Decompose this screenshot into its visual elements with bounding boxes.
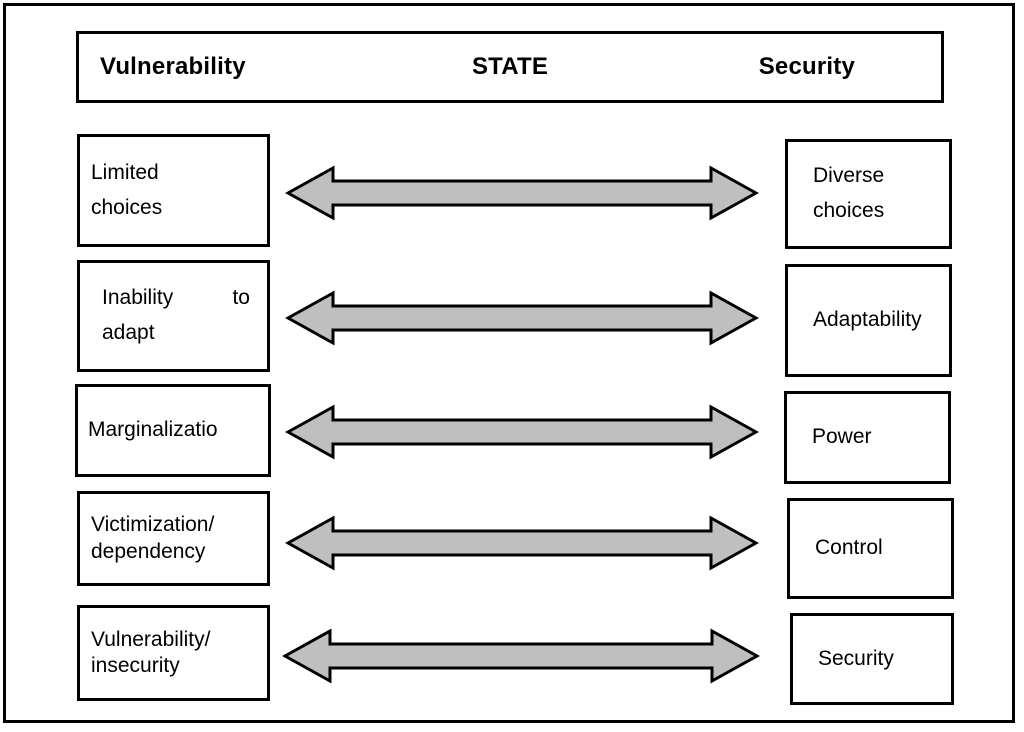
vulnerability-box-line1: Limited: [91, 160, 159, 184]
security-box-line1: Diverse: [813, 164, 885, 188]
security-box: Control: [787, 498, 954, 599]
vulnerability-box: Victimization/ dependency: [77, 491, 270, 586]
vulnerability-box: Inability to adapt: [77, 260, 270, 372]
double-headed-arrow-icon: [285, 289, 759, 347]
double-headed-arrow-icon: [282, 627, 760, 685]
vulnerability-box-line2: insecurity: [91, 654, 180, 677]
vulnerability-box: Marginalizatio: [75, 384, 271, 477]
header-label-vulnerability: Vulnerability: [100, 53, 246, 80]
header-row: Vulnerability STATE Security: [76, 31, 944, 103]
double-headed-arrow-icon: [285, 403, 759, 461]
header-label-security: Security: [758, 53, 855, 80]
diagram-frame: Vulnerability STATE Security Limited cho…: [3, 3, 1015, 723]
diagram-row: Vulnerability/ insecurity Security: [6, 605, 1012, 705]
vulnerability-box-line1: Vulnerability/: [91, 627, 211, 651]
security-box-line1: Security: [818, 646, 894, 670]
vulnerability-box-line2: adapt: [80, 316, 267, 351]
diagram-row: Inability to adapt Adaptability: [6, 260, 1012, 378]
vulnerability-box-line2: choices: [91, 195, 163, 219]
vulnerability-box-line2: dependency: [91, 539, 206, 563]
security-box-line1: Power: [812, 425, 872, 449]
diagram-row: Victimization/ dependency Control: [6, 491, 1012, 599]
vulnerability-box-line1: Victimization/: [91, 513, 215, 537]
vulnerability-box: Limited choices: [77, 134, 270, 247]
diagram-row: Limited choices Diverse choices: [6, 134, 1012, 249]
vulnerability-box: Vulnerability/ insecurity: [77, 605, 270, 701]
security-box: Security: [790, 613, 954, 705]
security-box: Adaptability: [785, 264, 952, 377]
security-box-line2: choices: [813, 199, 885, 222]
double-headed-arrow-icon: [285, 164, 759, 222]
vulnerability-box-line2-text: adapt: [102, 321, 155, 344]
diagram-row: Marginalizatio Power: [6, 384, 1012, 484]
double-headed-arrow-icon: [285, 514, 759, 572]
security-box-line1: Control: [815, 536, 883, 560]
header-label-state: STATE: [471, 53, 549, 80]
vulnerability-box-line1: Marginalizatio: [88, 418, 218, 442]
security-box: Diverse choices: [785, 139, 952, 249]
vulnerability-box-line1: Inability to: [102, 286, 250, 310]
security-box: Power: [784, 391, 951, 484]
security-box-line1: Adaptability: [813, 308, 922, 332]
